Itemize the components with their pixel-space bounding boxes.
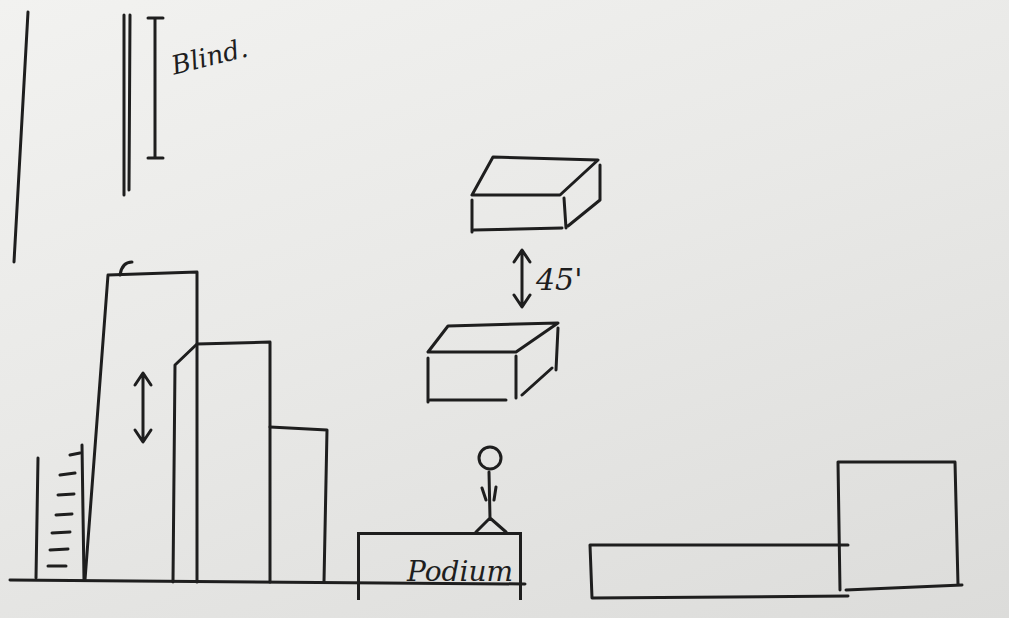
page-edge-line xyxy=(14,12,28,262)
upper-box-top xyxy=(472,157,598,195)
blind-label: Blind. xyxy=(169,34,251,80)
person-head xyxy=(479,447,501,469)
small-building xyxy=(36,445,84,580)
right-block xyxy=(838,462,962,590)
roof-curl xyxy=(120,262,132,275)
height-arrow xyxy=(135,373,151,442)
upper-box-sides xyxy=(472,165,600,232)
podium-box: Podium xyxy=(357,532,522,600)
dimension-label: 45' xyxy=(536,263,582,296)
person-body xyxy=(476,472,506,532)
podium-label: Podium xyxy=(360,557,513,588)
tall-building xyxy=(85,272,197,582)
mid-building xyxy=(173,342,270,582)
gap-arrow xyxy=(514,250,530,307)
lower-box-sides xyxy=(428,328,558,402)
flat-block xyxy=(590,545,848,598)
lower-box-top xyxy=(428,323,558,352)
blind-line xyxy=(124,15,130,195)
height-bracket xyxy=(148,18,163,158)
building-windows xyxy=(48,453,80,566)
low-building xyxy=(270,427,327,582)
